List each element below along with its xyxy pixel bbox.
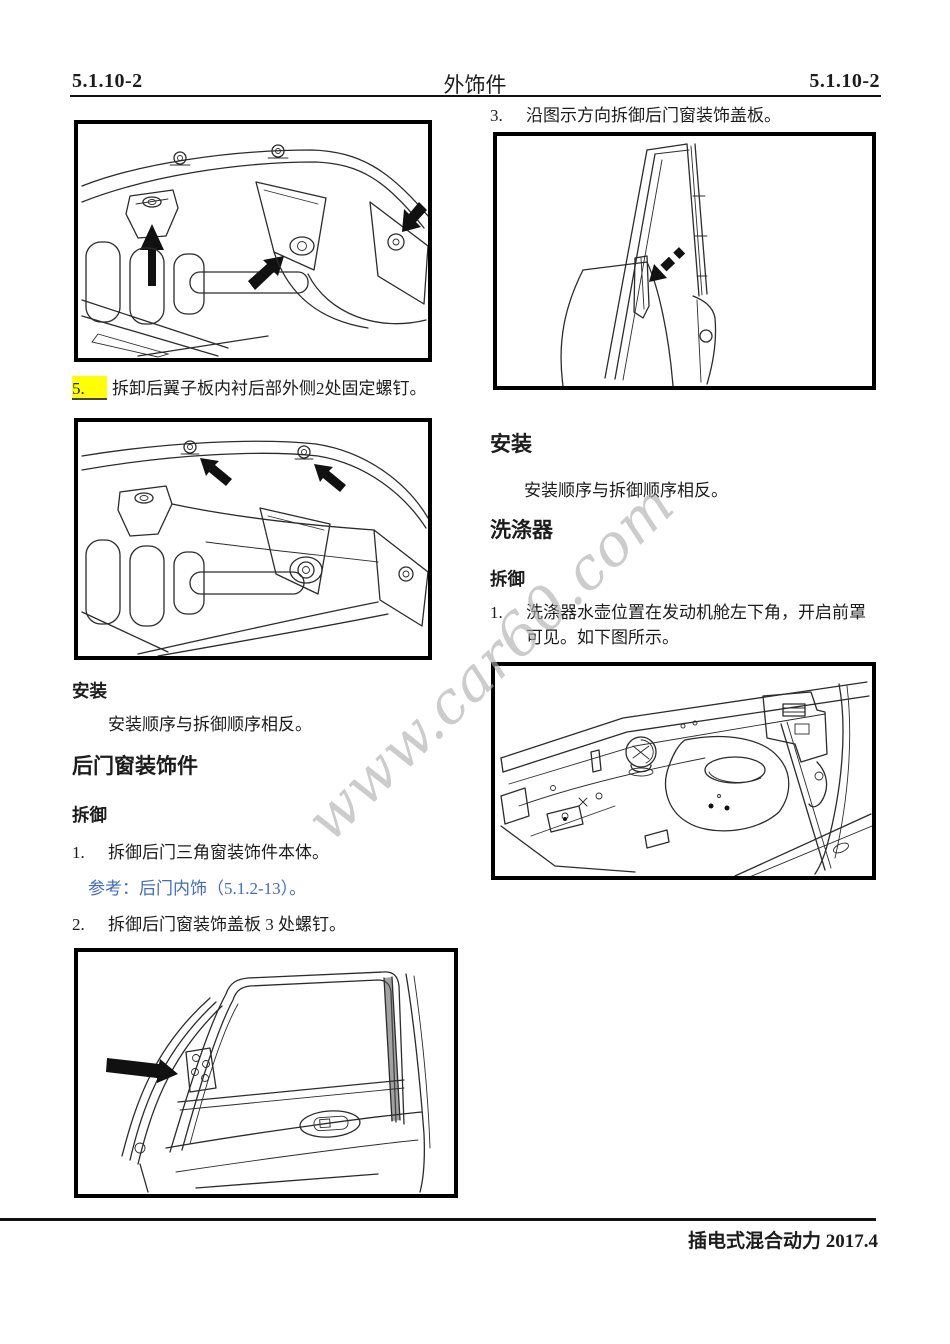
step-1-text: 拆御后门三角窗装饰件本体。 [108, 843, 329, 862]
highlight-marker: 5. [72, 376, 107, 400]
header-rule [70, 95, 881, 97]
reference-link[interactable]: 后门内饰（5.1.2-13）。 [139, 879, 307, 898]
right-install-body: 安装顺序与拆御顺序相反。 [524, 481, 728, 500]
step-3-text: 沿图示方向拆御后门窗装饰盖板。 [526, 106, 781, 125]
step-5: 5. 拆卸后翼子板内衬后部外侧2处固定螺钉。 [72, 376, 452, 401]
figure-fender-liner-inner [74, 120, 432, 362]
right-removal-heading: 拆御 [490, 569, 525, 589]
engine-bay-drawing [500, 681, 872, 876]
step-1-number: 1. [72, 843, 85, 862]
footer-rule [0, 1218, 876, 1221]
step-3-right: 3. 沿图示方向拆御后门窗装饰盖板。 [490, 103, 880, 128]
reference-line: 参考：后门内饰（5.1.2-13）。 [88, 874, 306, 899]
right-install-heading: 安装 [490, 432, 532, 456]
figure-door-window-frame [493, 132, 876, 390]
step-5-text: 拆卸后翼子板内衬后部外侧2处固定螺钉。 [112, 379, 427, 398]
figure-engine-bay [491, 662, 876, 880]
step-1-right: 1. 洗涤器水壶位置在发动机舱左下角，开启前罩可见。如下图所示。 [490, 600, 880, 650]
washer-heading: 洗涤器 [490, 518, 553, 542]
step-2-text: 拆御后门窗装饰盖板 3 处螺钉。 [108, 915, 346, 934]
step-2-left: 2. 拆御后门窗装饰盖板 3 处螺钉。 [72, 912, 452, 937]
left-removal-heading: 拆御 [72, 805, 107, 825]
rear-door-drawing [106, 971, 431, 1193]
step-1-right-number: 1. [490, 603, 503, 622]
fender-liner-drawing-b [81, 440, 428, 656]
section-rear-door-window-trim: 后门窗装饰件 [72, 754, 198, 778]
figure-rear-door [74, 948, 458, 1198]
left-install-body: 安装顺序与拆御顺序相反。 [108, 715, 312, 734]
step-1-right-text: 洗涤器水壶位置在发动机舱左下角，开启前罩可见。如下图所示。 [526, 603, 866, 647]
reference-label: 参考： [88, 879, 139, 898]
step-3-number: 3. [490, 106, 503, 125]
fender-liner-drawing-a [81, 144, 428, 358]
page-title: 外饰件 [443, 73, 507, 97]
header-page-number-left: 5.1.10-2 [72, 70, 143, 92]
door-window-frame-drawing [560, 143, 717, 386]
header-page-number-right: 5.1.10-2 [809, 70, 880, 92]
left-install-heading: 安装 [72, 681, 107, 701]
step-5-number: 5. [72, 376, 108, 401]
step-2-number: 2. [72, 915, 85, 934]
figure-fender-liner-rear [74, 418, 432, 660]
step-1-left: 1. 拆御后门三角窗装饰件本体。 [72, 840, 452, 865]
footer-text: 插电式混合动力 2017.4 [687, 1231, 878, 1252]
